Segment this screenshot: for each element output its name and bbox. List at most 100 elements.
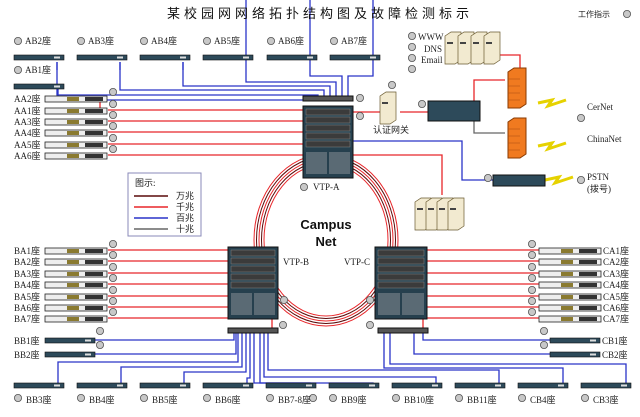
access-switch-AB5座[interactable] xyxy=(202,54,254,61)
switch-port-icon xyxy=(561,317,573,321)
switch-port-icon xyxy=(432,384,438,387)
access-switch-CB4座[interactable] xyxy=(517,382,569,389)
status-indicator-icon[interactable] xyxy=(407,65,416,74)
pstn-link xyxy=(352,140,493,181)
auth-gateway-server[interactable] xyxy=(379,91,397,125)
access-switch-BB7-8座[interactable] xyxy=(265,382,317,389)
status-indicator-icon[interactable] xyxy=(109,133,118,142)
status-indicator-icon[interactable] xyxy=(577,114,586,123)
vtp-a-uplink-hub[interactable] xyxy=(302,95,354,102)
status-indicator-icon[interactable] xyxy=(96,340,105,349)
status-indicator-icon[interactable] xyxy=(139,37,148,46)
access-switch-BB11座[interactable] xyxy=(454,382,506,389)
status-indicator-icon[interactable] xyxy=(96,326,105,335)
vtp-c-distribution-hub[interactable] xyxy=(377,327,429,334)
access-switch-AB7座[interactable] xyxy=(329,54,381,61)
status-indicator-icon[interactable] xyxy=(109,273,118,282)
access-switch-BB2座[interactable] xyxy=(44,351,96,358)
access-switch-CB2座[interactable] xyxy=(549,351,601,358)
access-switch-BB9座[interactable] xyxy=(328,382,380,389)
status-indicator-icon[interactable] xyxy=(77,393,86,402)
status-indicator-icon[interactable] xyxy=(109,307,118,316)
status-indicator-icon[interactable] xyxy=(540,326,549,335)
access-switch-AB4座[interactable] xyxy=(139,54,191,61)
access-switch-AB3座[interactable] xyxy=(76,54,128,61)
status-indicator-icon[interactable] xyxy=(266,37,275,46)
vtp-b-distribution-hub[interactable] xyxy=(227,327,279,334)
status-indicator-icon[interactable] xyxy=(109,262,118,271)
status-indicator-icon[interactable] xyxy=(139,393,148,402)
status-indicator-icon[interactable] xyxy=(407,54,416,63)
building-label-AB5座: AB5座 xyxy=(214,35,240,46)
access-switch-BB4座[interactable] xyxy=(76,382,128,389)
status-indicator-icon[interactable] xyxy=(454,393,463,402)
status-indicator-icon[interactable] xyxy=(109,122,118,131)
status-indicator-icon[interactable] xyxy=(483,173,492,182)
status-indicator-icon[interactable] xyxy=(355,94,364,103)
status-indicator-icon[interactable] xyxy=(528,296,537,305)
status-indicator-icon[interactable] xyxy=(581,393,590,402)
status-indicator-icon[interactable] xyxy=(365,320,374,329)
status-indicator-icon[interactable] xyxy=(528,285,537,294)
status-indicator-icon[interactable] xyxy=(329,37,338,46)
status-indicator-icon[interactable] xyxy=(518,393,527,402)
access-switch-BB3座[interactable] xyxy=(13,382,65,389)
firewall-cernet[interactable] xyxy=(507,67,527,109)
status-indicator-icon[interactable] xyxy=(109,285,118,294)
status-indicator-icon[interactable] xyxy=(13,393,22,402)
status-indicator-icon[interactable] xyxy=(109,88,118,97)
drive-bay-icon xyxy=(428,208,434,210)
status-indicator-icon[interactable] xyxy=(109,239,118,248)
status-indicator-icon[interactable] xyxy=(328,393,337,402)
status-indicator-icon[interactable] xyxy=(528,239,537,248)
access-switch-CB3座[interactable] xyxy=(580,382,632,389)
status-indicator-icon[interactable] xyxy=(540,340,549,349)
status-indicator-icon[interactable] xyxy=(528,273,537,282)
status-indicator-icon[interactable] xyxy=(577,175,586,184)
status-indicator-icon[interactable] xyxy=(387,81,396,90)
status-indicator-icon[interactable] xyxy=(391,393,400,402)
status-indicator-icon[interactable] xyxy=(417,100,426,109)
pstn-access-server[interactable] xyxy=(492,174,546,187)
switch-port-icon xyxy=(621,384,627,387)
firewall-chinanet[interactable] xyxy=(507,117,527,159)
building-label-CA2座: CA2座 xyxy=(603,256,629,267)
status-indicator-icon[interactable] xyxy=(13,66,22,75)
status-indicator-icon[interactable] xyxy=(279,295,288,304)
status-indicator-icon[interactable] xyxy=(13,37,22,46)
status-indicator-icon[interactable] xyxy=(278,320,287,329)
service-server[interactable] xyxy=(483,31,501,65)
status-indicator-icon[interactable] xyxy=(299,182,308,191)
border-router[interactable] xyxy=(427,100,481,122)
status-indicator-icon[interactable] xyxy=(407,43,416,52)
access-switch-AB6座[interactable] xyxy=(266,54,318,61)
status-indicator-icon[interactable] xyxy=(202,393,211,402)
status-indicator-icon[interactable] xyxy=(528,307,537,316)
access-switch-BB6座[interactable] xyxy=(202,382,254,389)
status-indicator-icon[interactable] xyxy=(109,296,118,305)
access-switch-CB1座[interactable] xyxy=(549,337,601,344)
access-switch-AB2座[interactable] xyxy=(13,54,65,61)
status-indicator-icon[interactable] xyxy=(109,250,118,259)
status-indicator-icon[interactable] xyxy=(77,37,86,46)
ab-link xyxy=(56,62,319,97)
cernet-label: CerNet xyxy=(587,102,613,112)
status-indicator-icon[interactable] xyxy=(308,393,317,402)
status-indicator-icon[interactable] xyxy=(407,32,416,41)
server-farm-server[interactable] xyxy=(447,197,465,231)
bottom-link xyxy=(263,333,437,384)
status-indicator-icon[interactable] xyxy=(528,250,537,259)
status-indicator-icon[interactable] xyxy=(202,37,211,46)
status-indicator-icon[interactable] xyxy=(528,262,537,271)
status-indicator-icon[interactable] xyxy=(355,112,364,121)
status-indicator-icon[interactable] xyxy=(365,295,374,304)
status-indicator-icon[interactable] xyxy=(109,100,118,109)
access-switch-AB1座[interactable] xyxy=(13,83,65,90)
access-switch-BB5座[interactable] xyxy=(139,382,191,389)
access-switch-BB10座[interactable] xyxy=(391,382,443,389)
status-indicator-icon[interactable] xyxy=(109,111,118,120)
status-indicator-icon[interactable] xyxy=(265,393,274,402)
status-indicator-icon[interactable] xyxy=(109,144,118,153)
status-indicator-icon[interactable] xyxy=(623,9,632,18)
access-switch-BB1座[interactable] xyxy=(44,337,96,344)
